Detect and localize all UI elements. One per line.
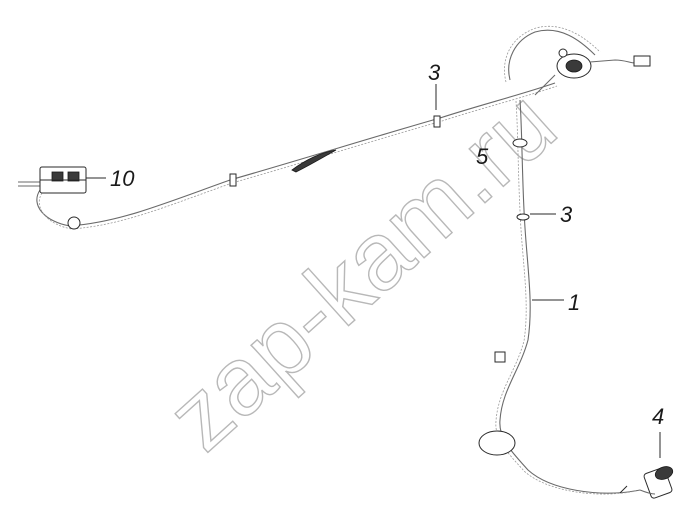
leader-lines (86, 84, 661, 458)
watermark-text: zap-kam.ru (147, 70, 575, 471)
clip (229, 173, 237, 187)
grommet-5 (512, 138, 528, 148)
callout-5: 5 (476, 144, 489, 169)
clip (494, 351, 506, 363)
callout-10: 10 (110, 166, 135, 191)
ring-grommet (478, 430, 516, 456)
callout-1: 1 (568, 290, 581, 315)
callout-4: 4 (652, 404, 665, 429)
main-harness (18, 82, 558, 230)
cable-tie-bundle (291, 149, 337, 173)
watermark: zap-kam.ru (147, 69, 577, 471)
switch-block-10 (39, 166, 87, 194)
branch-harness-1 (478, 99, 641, 495)
wire-loop (67, 216, 81, 230)
round-connector-4 (639, 466, 674, 499)
clip (433, 115, 441, 128)
callout-3-top: 3 (428, 60, 441, 85)
clip-3 (516, 213, 530, 221)
top-connector-assembly (504, 26, 651, 96)
callout-3-lower: 3 (560, 202, 573, 227)
